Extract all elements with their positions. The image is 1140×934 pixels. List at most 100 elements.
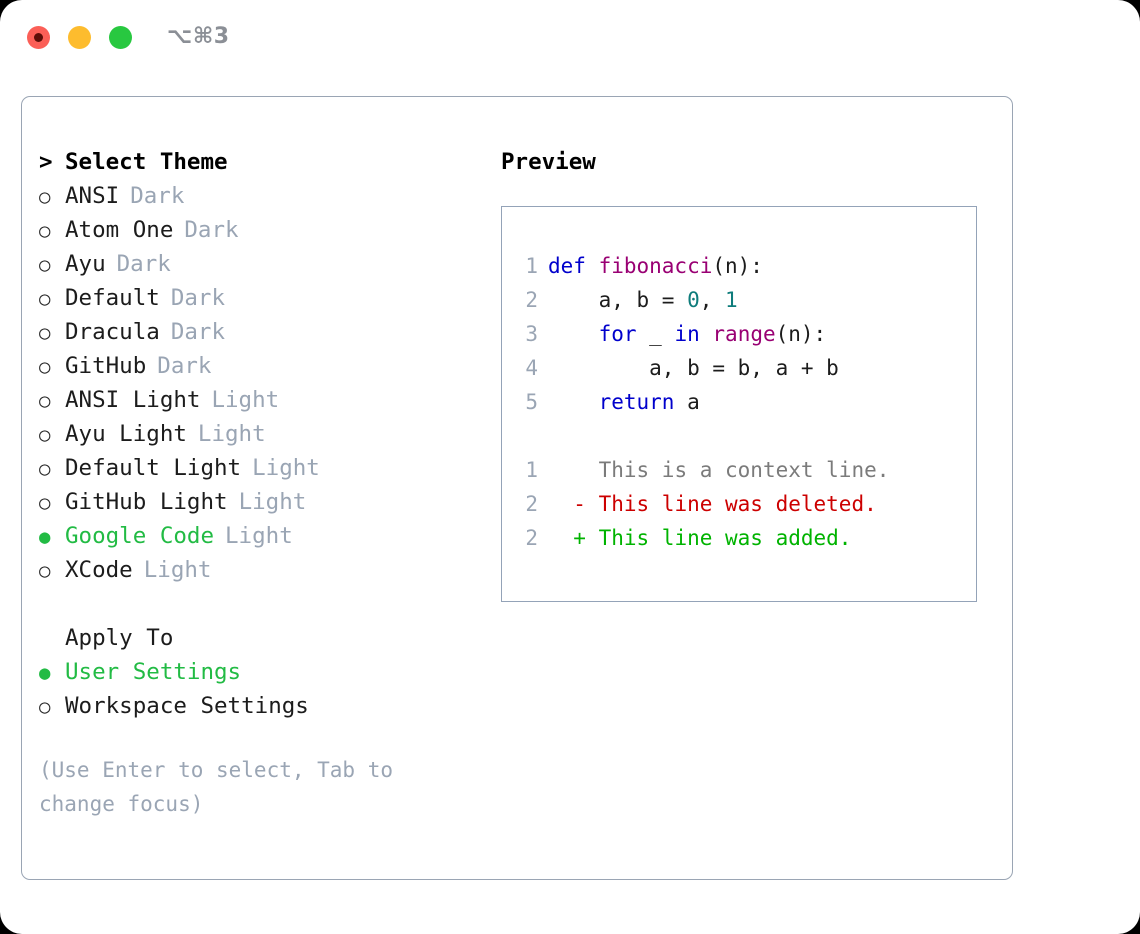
apply-to-option-label: User Settings [65, 659, 242, 685]
theme-option-label: Default Light [65, 455, 242, 481]
apply-to-heading: Apply To [65, 625, 174, 651]
theme-option-label: Google Code [65, 523, 215, 549]
title-bar: ⌥⌘3 [0, 0, 1140, 78]
code-token-txt: , [699, 288, 726, 312]
caret-icon: > [39, 149, 53, 175]
diff-text: This line was added. [585, 526, 852, 550]
radio-selected-icon: ● [39, 662, 51, 684]
diff-marker [548, 453, 586, 487]
radio-unselected-icon: ○ [39, 560, 51, 582]
code-line: 4 a, b = b, a + b [502, 351, 976, 385]
list-spacer [39, 587, 479, 621]
code-line: 3 for _ in range(n): [502, 317, 976, 351]
code-token-num: 1 [725, 288, 738, 312]
theme-option-label: Ayu [65, 251, 106, 277]
window-title: ⌥⌘3 [167, 24, 230, 49]
preview-heading: Preview [501, 149, 596, 175]
close-button[interactable] [27, 26, 50, 49]
theme-option-label: Atom One [65, 217, 174, 243]
apply-to-option-label: Workspace Settings [65, 693, 309, 719]
line-number: 1 [525, 254, 538, 278]
diff-marker: - [548, 492, 586, 516]
diff-snippet: 1 This is a context line. 2 - This line w… [502, 453, 976, 555]
theme-option-tag: Dark [170, 285, 226, 311]
diff-text: This is a context line. [585, 458, 890, 482]
line-number: 3 [525, 322, 538, 346]
theme-option-tag: Dark [184, 217, 239, 243]
line-number: 4 [525, 356, 538, 380]
theme-option-tag: Dark [170, 319, 226, 345]
code-token-txt: a, b = b, a + b [548, 356, 839, 380]
theme-option-label: GitHub [65, 353, 147, 379]
apply-to-option-list[interactable]: ● User Settings ○Workspace Settings [39, 655, 479, 723]
maximize-button[interactable] [109, 26, 132, 49]
keyboard-hint-text: (Use Enter to select, Tab to change focu… [39, 758, 406, 816]
minimize-button[interactable] [68, 26, 91, 49]
radio-unselected-icon: ○ [39, 220, 51, 242]
code-line: 2 a, b = 0, 1 [502, 283, 976, 317]
theme-option-tag: Dark [130, 183, 185, 209]
line-number: 2 [525, 526, 538, 550]
code-token-kw: for [598, 322, 637, 346]
theme-option-tag: Light [143, 557, 212, 583]
theme-option-tag: Light [197, 421, 266, 447]
line-number: 5 [525, 390, 538, 414]
line-number: 1 [525, 458, 538, 482]
code-line: 5 return a [502, 385, 976, 419]
radio-unselected-icon: ○ [39, 186, 51, 208]
diff-line-add: 2 + This line was added. [502, 521, 976, 555]
theme-option-github[interactable]: ○ GitHub Dark [39, 349, 479, 383]
code-token-txt [700, 317, 713, 351]
code-token-num: 0 [687, 288, 700, 312]
theme-option-tag: Dark [116, 251, 171, 277]
theme-option-tag: Light [225, 523, 293, 549]
radio-unselected-icon: ○ [39, 492, 51, 514]
select-theme-label: Select Theme [65, 149, 228, 175]
theme-option-ayu[interactable]: ○ Ayu Dark [39, 247, 479, 281]
apply-to-option-workspace-settings[interactable]: ○Workspace Settings [39, 689, 479, 723]
apply-to-option-user-settings[interactable]: ● User Settings [39, 655, 479, 689]
radio-unselected-icon: ○ [39, 390, 51, 412]
radio-unselected-icon: ○ [39, 322, 51, 344]
theme-option-tag: Light [211, 387, 280, 413]
radio-unselected-icon: ○ [39, 254, 51, 276]
radio-unselected-icon: ○ [39, 356, 51, 378]
diff-text: This line was deleted. [585, 492, 877, 516]
theme-option-tag: Light [252, 455, 320, 481]
theme-option-ansi-light[interactable]: ○ ANSI Light Light [39, 383, 479, 417]
theme-option-tag: Dark [157, 353, 212, 379]
theme-option-label: Default [65, 285, 160, 311]
theme-option-atom-one[interactable]: ○ Atom One Dark [39, 213, 479, 247]
code-token-blt: range [712, 322, 776, 346]
line-number: 2 [525, 492, 538, 516]
theme-option-label: ANSI [65, 183, 120, 209]
radio-unselected-icon: ○ [39, 424, 51, 446]
theme-option-label: ANSI Light [65, 387, 201, 413]
diff-line-ctx: 1 This is a context line. [502, 453, 976, 487]
radio-unselected-icon: ○ [39, 288, 51, 310]
code-token-txt: a [674, 390, 700, 414]
radio-unselected-icon: ○ [39, 458, 51, 480]
code-token-txt [548, 317, 599, 351]
theme-option-default[interactable]: ○ Default Dark [39, 281, 479, 315]
code-token-txt [548, 385, 599, 419]
code-diff-spacer [502, 419, 976, 453]
code-token-txt: a, b = [548, 288, 688, 312]
theme-option-ansi[interactable]: ○ ANSI Dark [39, 179, 479, 213]
theme-option-default-light[interactable]: ○ Default Light Light [39, 451, 479, 485]
theme-option-tag: Light [238, 489, 307, 515]
code-token-kw: return [598, 390, 675, 414]
